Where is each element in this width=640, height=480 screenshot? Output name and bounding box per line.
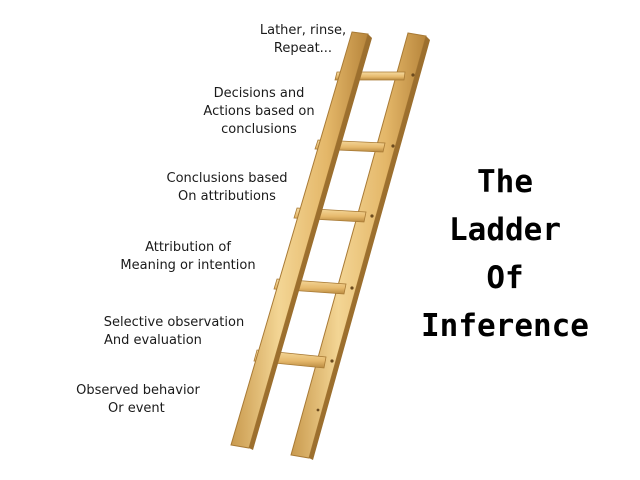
label-decisions-and-actions: Decisions and Actions based on conclusio… [186,85,332,139]
label-attribution: Attribution of Meaning or intention [110,239,266,275]
label-line: Meaning or intention [120,258,256,273]
label-line: Selective observation [103,315,245,330]
title-line-3: Of [486,260,524,296]
label-line: Or event [108,401,165,416]
label-line: On attributions [178,189,276,204]
title-line-1: The [477,164,533,200]
label-lather-rinse-repeat: Lather, rinse, Repeat... [238,22,368,58]
title: The Ladder Of Inference [410,158,600,350]
label-conclusions: Conclusions based On attributions [160,170,294,206]
ladder-screw-holes [316,73,415,412]
label-line: conclusions [221,122,297,137]
label-line: Attribution of [145,240,231,255]
ladder-left-rail [230,31,372,450]
ladder-right-rail [290,32,430,460]
label-line: Actions based on [203,104,315,119]
label-line: Observed behavior [76,383,200,398]
label-line: Repeat... [273,41,333,56]
title-line-2: Ladder [449,212,561,248]
label-line: Decisions and [213,86,305,101]
label-line: Lather, rinse, [259,23,347,38]
title-line-4: Inference [421,308,589,344]
label-selective-observation: Selective observation And evaluation [96,314,252,350]
label-observed-behavior: Observed behavior Or event [70,382,206,418]
label-line: Conclusions based [166,171,288,186]
label-line: And evaluation [104,333,202,348]
